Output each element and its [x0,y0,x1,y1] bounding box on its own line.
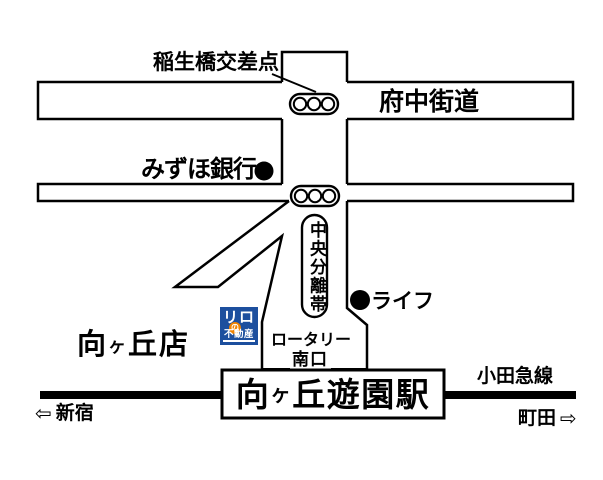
road-name-label: 府中街道 [379,87,480,116]
traffic-signal-icon [289,184,341,208]
road-cross-right [347,182,575,203]
store-name-small-kana: ヶ [108,336,128,358]
station-box [220,368,446,420]
store-name-label: 向ヶ丘店 [77,330,190,359]
road-vertical-middle [280,119,349,184]
station-name-small-kana: ヶ [270,381,293,406]
road-cross-left [36,182,289,203]
road-diagonal-branch [171,200,290,370]
store-name-pre: 向 [77,327,109,361]
station-name-label: 向ヶ丘遊園駅 [222,370,444,418]
station-name-pre: 向 [235,374,271,414]
logo-bottom-text: 不動産 [223,329,255,342]
direction-machida: 町田 ⇨ [518,408,577,428]
south-exit-label: 南口 [292,350,328,370]
bank-label: みずほ銀行 [141,155,257,183]
median-strip-capsule [300,213,329,319]
supermarket-label: ライフ [371,289,434,313]
relo-fudosan-logo: リロ の 不動産 [220,307,258,345]
station-name-post: 丘遊園駅 [292,374,431,414]
store-name-post: 丘店 [127,327,190,361]
logo-no-badge: の [229,322,241,334]
road-fuchu-kaido-left [36,80,282,121]
label-pointer-line [271,73,317,93]
left-arrow-icon: ⇦ [35,401,52,425]
road-fuchu-kaido-right [347,80,575,121]
landmark-dot-icon [254,161,274,181]
rotary-label: ロータリー [271,330,352,349]
direction-shinjuku: ⇦ 新宿 [35,403,94,423]
direction-right-label: 町田 [518,406,557,429]
rail-line-label: 小田急線 [477,365,554,387]
traffic-signal-icon [288,92,340,116]
road-vertical-top [280,50,349,82]
logo-top-text: リロ [222,308,255,326]
median-strip-label: 中央分離帯 [306,221,326,314]
landmark-dot-icon [350,290,370,310]
direction-left-label: 新宿 [55,401,94,424]
right-arrow-icon: ⇨ [560,406,577,430]
intersection-label: 稲生橋交差点 [153,50,279,74]
road-rotary-right-wall [345,201,369,370]
